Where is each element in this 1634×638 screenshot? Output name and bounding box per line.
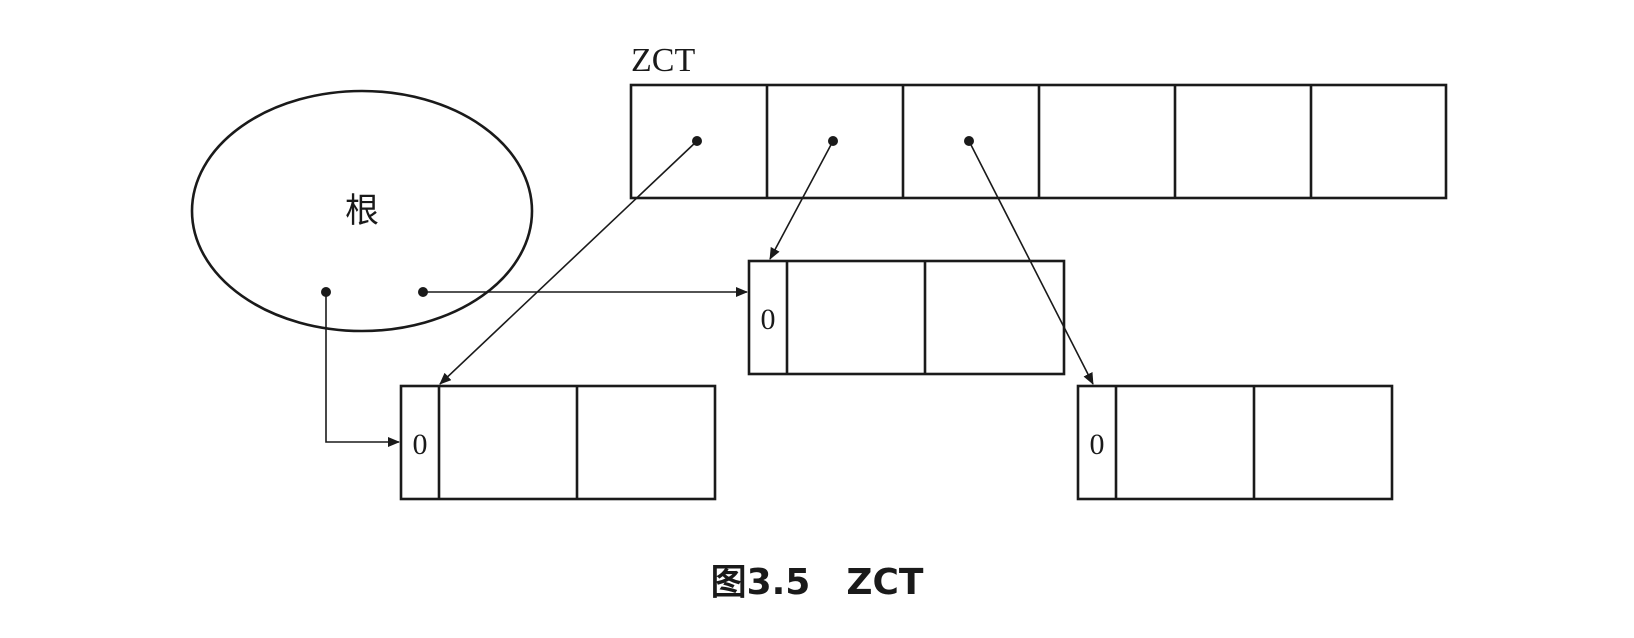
zct-label: ZCT (631, 42, 695, 79)
object-middle: 0 (747, 259, 1066, 376)
refcount-value: 0 (413, 428, 428, 461)
pointer-arrow (769, 140, 834, 260)
refcount-value: 0 (1090, 428, 1105, 461)
pointer-arrow (439, 140, 698, 385)
pointer-dot (418, 287, 428, 297)
pointer-arrow (968, 140, 1094, 385)
pointer-dot (692, 136, 702, 146)
pointer-dot (964, 136, 974, 146)
figure-caption: 图3.5 ZCT (711, 562, 924, 603)
object-bottom-right: 0 (1076, 384, 1394, 501)
refcount-value: 0 (761, 303, 776, 336)
pointer-arrow (325, 292, 400, 447)
pointer-dot (321, 287, 331, 297)
pointer-dot (828, 136, 838, 146)
zct-table (629, 83, 1448, 200)
root-set-ellipse (190, 89, 534, 333)
root-label: 根 (345, 193, 379, 230)
object-bottom-left: 0 (399, 384, 717, 501)
